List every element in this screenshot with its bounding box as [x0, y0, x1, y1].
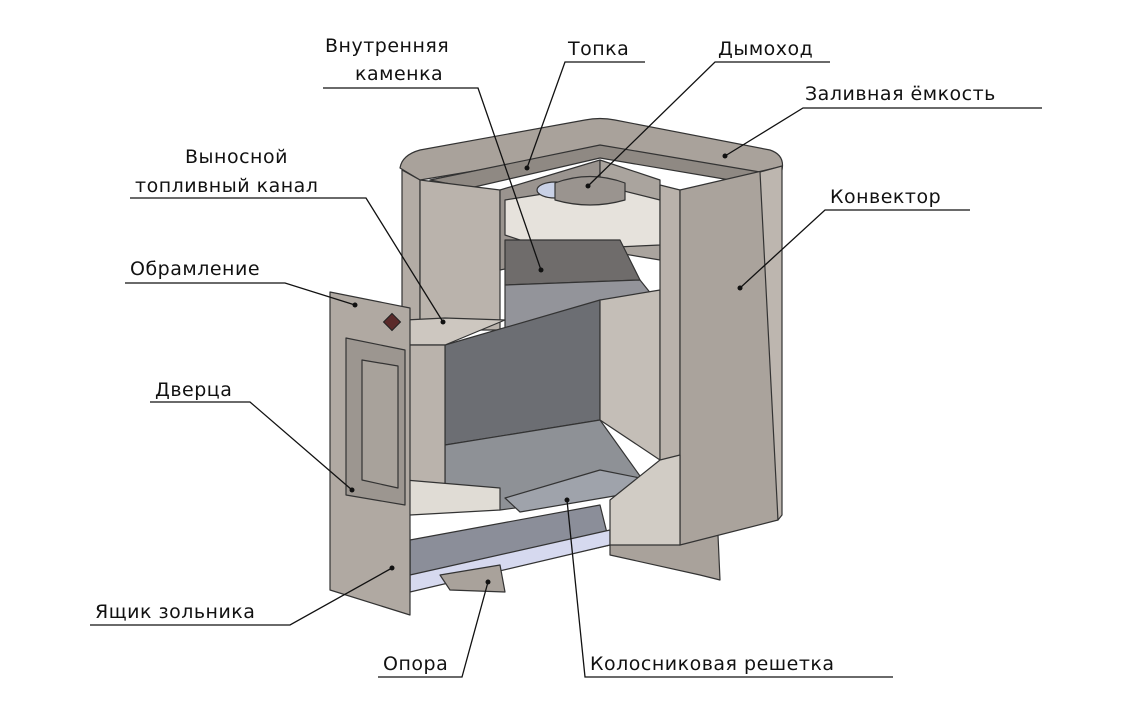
label-support: Опора — [378, 579, 491, 678]
support-left — [439, 564, 506, 593]
label-text: Дымоход — [718, 38, 813, 60]
convector-lower-cover — [609, 454, 681, 546]
body-left-wall — [401, 169, 421, 331]
label-text: каменка — [355, 63, 443, 85]
label-fuel-channel: Выносной топливный канал — [130, 146, 446, 325]
label-text: Ящик зольника — [95, 601, 255, 623]
label-door: Дверца — [150, 379, 355, 493]
label-text: топливный канал — [135, 175, 318, 197]
label-text: Заливная ёмкость — [805, 83, 996, 105]
label-text: Внутренняя — [325, 35, 449, 57]
label-firebox: Топка — [524, 38, 645, 171]
body-left-panel — [419, 179, 501, 331]
label-text: Выносной — [185, 146, 288, 168]
label-text: Конвектор — [830, 186, 941, 208]
label-ash-box: Ящик зольника — [90, 565, 395, 626]
label-text: Колосниковая решетка — [590, 653, 835, 675]
logo-badge — [382, 312, 402, 332]
label-water-tank: Заливная ёмкость — [722, 83, 1042, 159]
label-text: Дверца — [155, 379, 232, 401]
label-text: Опора — [383, 653, 448, 675]
label-chimney: Дымоход — [585, 38, 830, 189]
chimney-pipe — [554, 175, 626, 206]
label-frame: Обрамление — [125, 258, 358, 308]
door-glass — [361, 359, 399, 489]
label-text: Топка — [567, 38, 629, 60]
label-text: Обрамление — [130, 258, 260, 280]
inner-stones-box — [504, 239, 641, 286]
label-convector: Конвектор — [737, 186, 970, 291]
label-grate: Колосниковая решетка — [564, 497, 893, 678]
label-inner-stones: Внутренняя каменка — [323, 35, 544, 273]
